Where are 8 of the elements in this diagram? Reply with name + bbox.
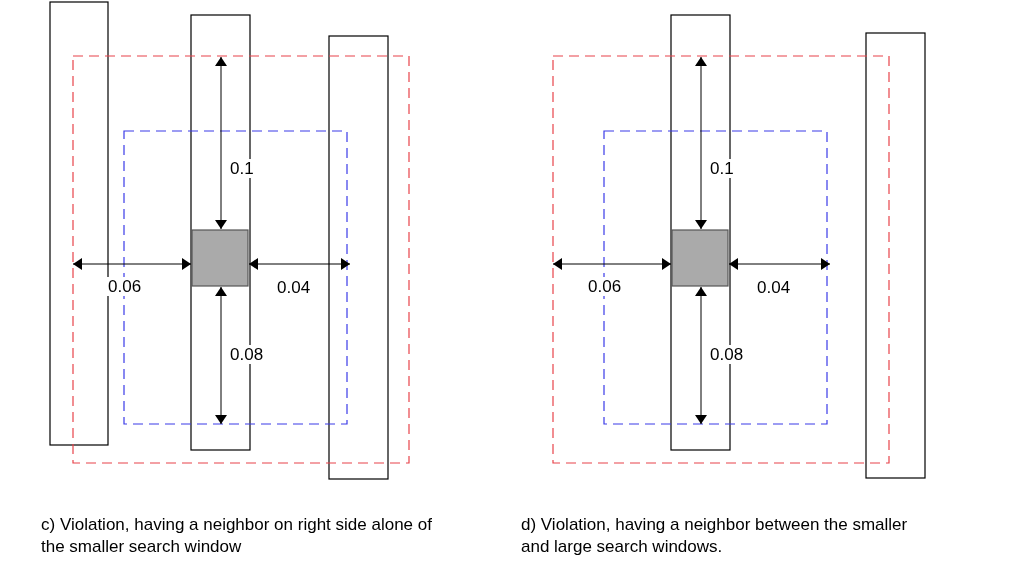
- dimension-value: 0.06: [107, 277, 143, 296]
- dimension-value: 0.08: [229, 345, 265, 364]
- dimension-value: 0.06: [587, 277, 623, 296]
- dimension-value: 0.08: [709, 345, 745, 364]
- caption-text: d) Violation, having a neighbor between the smaller and large search windows.: [521, 514, 909, 558]
- dimension-value: 0.1: [229, 159, 255, 178]
- dimension-value: 0.1: [709, 159, 735, 178]
- caption-text: c) Violation, having a neighbor on right side alone of the smaller search window: [41, 514, 433, 558]
